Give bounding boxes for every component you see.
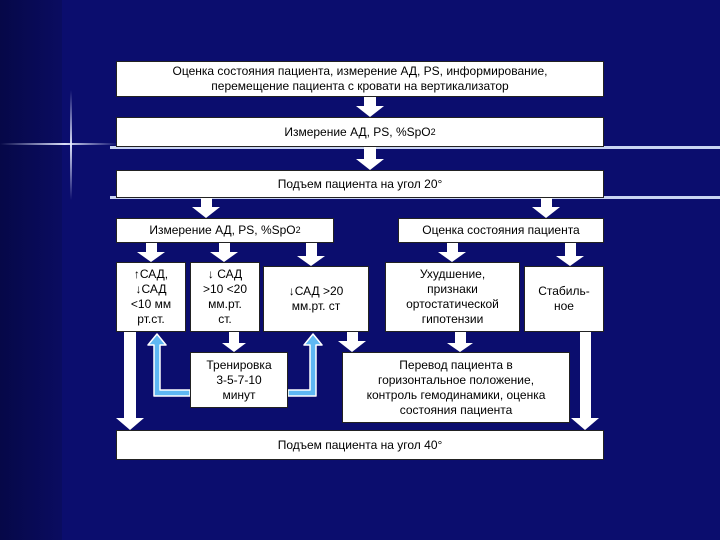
arrow-lift20-to-assessment <box>532 198 560 218</box>
arrow-sad-up-to-lift40 <box>116 332 144 430</box>
sad-up-box: ↑САД, ↓САД <10 мм рт.ст. <box>116 262 186 332</box>
arrow-measure2-to-sad-20 <box>297 243 325 266</box>
worsening-box: Ухудшение, признаки ортостатической гипо… <box>385 262 520 332</box>
divider-bar-upper <box>110 146 720 149</box>
arrow-lift20-to-measure2 <box>192 198 220 218</box>
assessment-top-box: Оценка состояния пациента, измерение АД,… <box>116 61 604 97</box>
arrow-assessment-to-worsening <box>438 243 466 262</box>
lift-20-box: Подъем пациента на угол 20° <box>116 170 604 198</box>
sparkle-horizontal-line <box>0 143 118 145</box>
sad-down-range-box: ↓ САД >10 <20 мм.рт. ст. <box>190 262 260 332</box>
arrow-measure2-to-sad-up <box>137 243 165 262</box>
arrow-assessment-to-stable <box>556 243 584 266</box>
arrow-worsening-to-transfer <box>447 332 473 352</box>
lift-40-box: Подъем пациента на угол 40° <box>116 430 604 460</box>
arrow-measure2-to-sad-range <box>210 243 238 262</box>
arrow-top-to-measure1 <box>356 97 384 117</box>
sad-down-20-box: ↓САД >20 мм.рт. ст <box>263 266 369 332</box>
left-dark-stripe <box>0 0 62 540</box>
return-arrow-right <box>287 333 323 397</box>
arrow-sad-20-to-transfer <box>338 332 366 352</box>
transfer-box: Перевод пациента в горизонтальное положе… <box>342 352 570 423</box>
training-box: Тренировка 3-5-7-10 минут <box>190 352 288 408</box>
arrow-measure1-to-lift20 <box>356 147 384 170</box>
arrow-sad-range-to-training <box>222 332 246 352</box>
return-arrow-left <box>147 333 191 397</box>
arrow-stable-to-lift40 <box>571 332 599 430</box>
sparkle-vertical-line <box>70 90 72 200</box>
assessment-right-box: Оценка состояния пациента <box>398 218 604 243</box>
stable-box: Стабиль- ное <box>524 266 604 332</box>
